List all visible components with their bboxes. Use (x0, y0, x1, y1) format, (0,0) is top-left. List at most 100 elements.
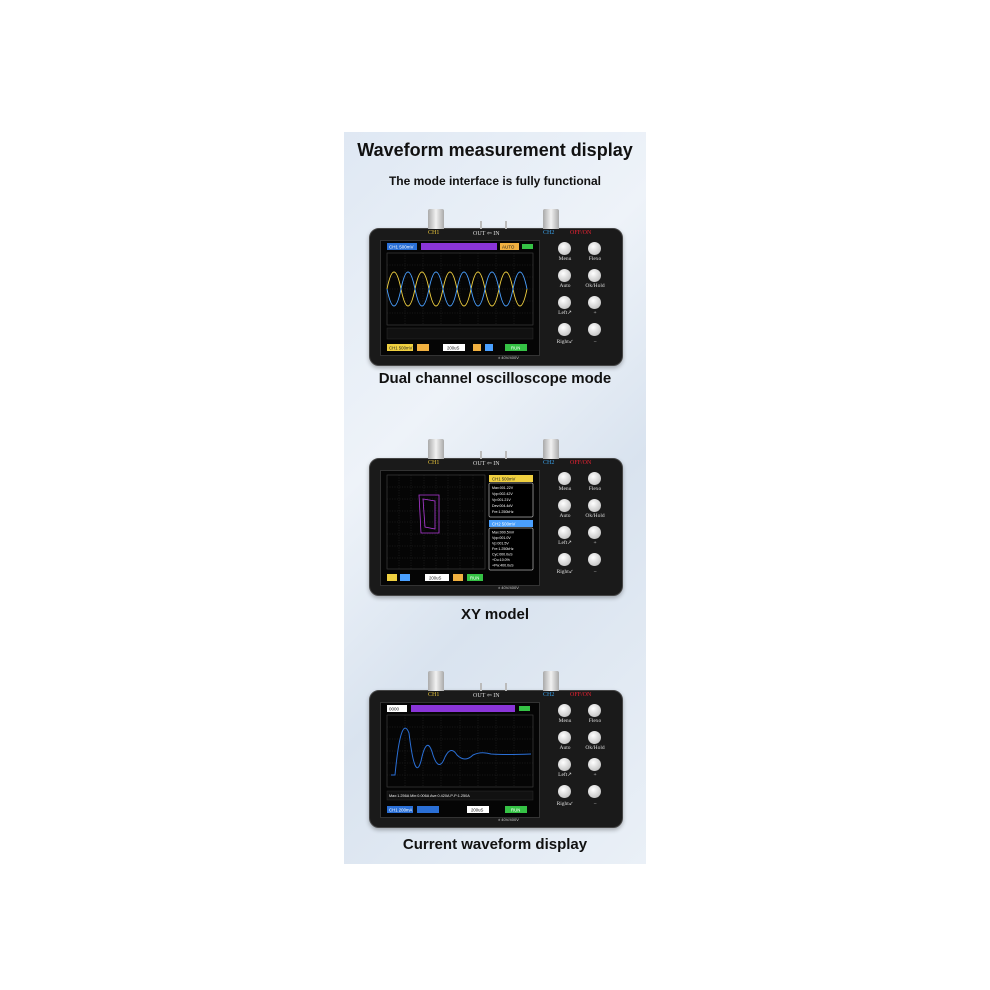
ch1-bnc-connector (428, 671, 444, 691)
minus-key-label: − (593, 569, 597, 575)
right-key[interactable] (558, 323, 571, 336)
xy-grid (386, 474, 486, 570)
run-tag-text: RUN (511, 808, 520, 813)
ch1-measure-line: Max:001.22V (492, 486, 514, 490)
minus-key[interactable] (588, 785, 601, 798)
flexo-key[interactable] (588, 242, 601, 255)
right-key-label: Right↙ (556, 569, 574, 575)
ch1-bottom-tag-text: CH1 500mV (389, 346, 413, 351)
ch1-scale-tag-text: CH1 500mV (389, 245, 414, 250)
current-measurements: Max:1.256A Min:0.006A Ave:0.420A P-P:1.2… (389, 794, 470, 798)
auto-key[interactable] (558, 269, 571, 282)
left-key-label: Left↗ (558, 540, 572, 546)
auto-tag-text: AUTO (502, 245, 515, 250)
screen-xy: CH1 500mV Max:001.22V Vpp:002.42V Vp:001… (380, 470, 540, 586)
on-off-label: OFF/ON (570, 692, 592, 698)
ch1-bottom-tag (387, 574, 397, 581)
ch2-waveform (386, 271, 528, 307)
left-key[interactable] (558, 758, 571, 771)
timebase-tag-text: 200uS (447, 346, 460, 351)
minus-key-label: − (593, 339, 597, 345)
ch1-measure-line: Dev:004.4dV (492, 504, 513, 508)
ch2-bnc-connector (543, 671, 559, 691)
grid (386, 714, 534, 788)
right-key[interactable] (558, 553, 571, 566)
ch1-measure-box (488, 482, 534, 518)
signal-pin (480, 451, 482, 459)
flexo-key[interactable] (588, 704, 601, 717)
ch1-scale-tag (387, 243, 417, 250)
plus-key[interactable] (588, 758, 601, 771)
menu-key[interactable] (558, 472, 571, 485)
run-tag-text: RUN (470, 576, 479, 581)
timebase-tag (443, 344, 465, 351)
ch1-bottom-tag (387, 344, 413, 351)
menu-key[interactable] (558, 704, 571, 717)
minus-key[interactable] (588, 323, 601, 336)
timebase-tag-text: 200uS (429, 576, 442, 581)
plus-key[interactable] (588, 296, 601, 309)
ch2-label: CH2 (543, 460, 555, 466)
ch2-measure-box (488, 527, 534, 571)
ch2-measure-line: Vp:001.5V (492, 542, 509, 546)
oscilloscope-device-current: CH1 OUT ⇦ IN CH2 OFF/ON 0000 Max:1.256A … (369, 671, 623, 828)
ch1-measure-line: Vpp:002.42V (492, 492, 513, 496)
ch2-bottom-tag (400, 574, 410, 581)
coupling-tag (417, 344, 429, 351)
caption-xy: XY model (460, 606, 530, 623)
left-key-label: Left↗ (558, 772, 572, 778)
ok-hold-key-label: Ok/Hold (585, 745, 605, 751)
voltage-spec: ± 40V/400V (498, 817, 519, 822)
left-key[interactable] (558, 296, 571, 309)
oscilloscope-device-dual: CH1 OUT ⇦ IN CH2 OFF/ON CH1 500mV AUTO (369, 209, 623, 366)
minus-key[interactable] (588, 553, 601, 566)
screen-current-graphic: 0000 Max:1.256A Min:0.006A Ave:0.420A P-… (386, 705, 534, 813)
voltage-spec: ± 40V/400V (498, 585, 519, 590)
right-key[interactable] (558, 785, 571, 798)
ok-hold-key[interactable] (588, 499, 601, 512)
ch1-xy-tag (489, 475, 533, 482)
ok-hold-key[interactable] (588, 731, 601, 744)
oscilloscope-device-xy: CH1 OUT ⇦ IN CH2 OFF/ON CH1 500mV Max:00… (369, 439, 623, 596)
auto-key-label: Auto (559, 283, 571, 289)
ch2-measure-line: Vpp:001.0V (492, 536, 511, 540)
grid (386, 252, 534, 326)
xy-lissajous-trace (418, 494, 440, 534)
ok-hold-key[interactable] (588, 269, 601, 282)
ok-hold-key-label: Ok/Hold (585, 513, 605, 519)
menu-key-label: Menu (558, 486, 572, 492)
ch2-measure-line: +Du:10.0% (492, 558, 511, 562)
auto-key[interactable] (558, 731, 571, 744)
counter-tag (387, 705, 407, 712)
run-tag (505, 806, 527, 813)
ch2-bnc-connector (543, 209, 559, 229)
current-waveform (391, 727, 532, 776)
ch2-xy-tag-text: CH2 500mV (492, 522, 516, 527)
flexo-key[interactable] (588, 472, 601, 485)
timebase-tag-text: 200uS (471, 808, 484, 813)
ch1-bottom-tag-text: CH1 200mA (389, 808, 413, 813)
timebase-tag (425, 574, 449, 581)
run-tag (505, 344, 527, 351)
menu-key-label: Menu (558, 718, 572, 724)
plus-key[interactable] (588, 526, 601, 539)
out-in-label: OUT ⇦ IN (473, 461, 500, 467)
menu-key-label: Menu (558, 256, 572, 262)
ch2-measure-line: +Pw:400.0uS (492, 564, 514, 568)
signal-pin (505, 451, 507, 459)
plus-key-label: + (593, 540, 597, 546)
ch2-measure-list: Max:000.5mV Vpp:001.0V Vp:001.5V Fre:1.2… (492, 531, 515, 568)
auto-key-label: Auto (559, 513, 571, 519)
ch1-measure-line: Fre:1.250kHz (492, 510, 514, 514)
ch2-measure-line: Fre:1.250kHz (492, 547, 514, 551)
ch2-label: CH2 (543, 692, 555, 698)
auto-key[interactable] (558, 499, 571, 512)
keypad: Menu Flexo Auto Ok/Hold Left↗ + Right↙ − (548, 701, 618, 819)
menu-key[interactable] (558, 242, 571, 255)
ch2-xy-tag (489, 520, 533, 527)
ch1-label: CH1 (428, 230, 440, 236)
right-key-label: Right↙ (556, 339, 574, 345)
measurement-bar (386, 327, 534, 340)
left-key[interactable] (558, 526, 571, 539)
ch1-bnc-connector (428, 209, 444, 229)
